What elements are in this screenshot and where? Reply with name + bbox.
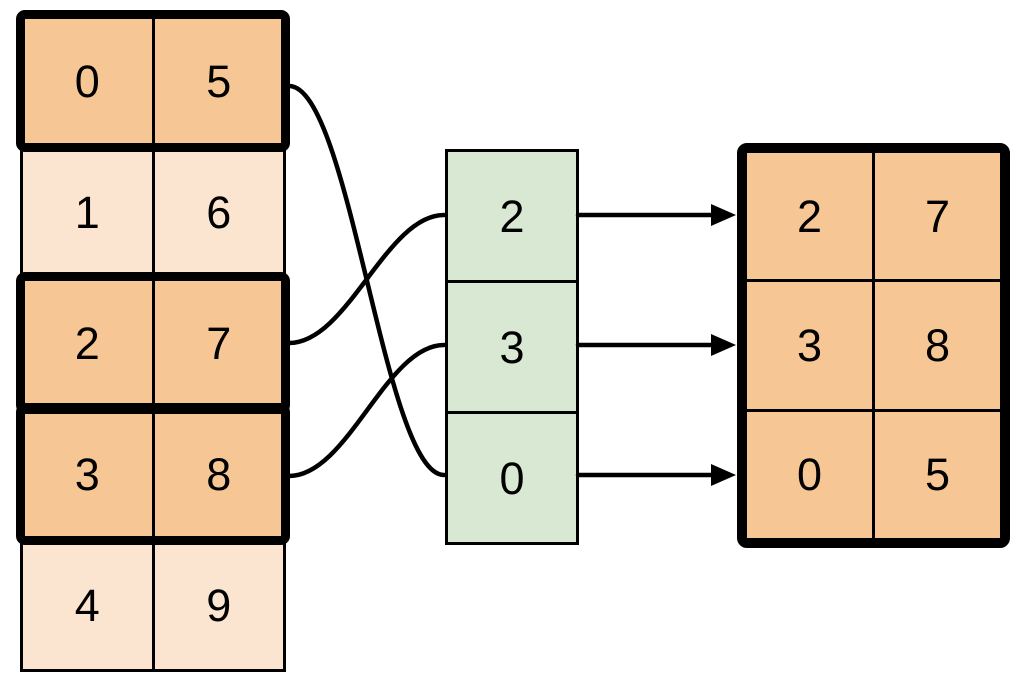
source-cell: 2 <box>20 276 155 410</box>
result-table-grid: 2 7 3 8 0 5 <box>747 153 1000 538</box>
result-cell: 3 <box>747 282 872 409</box>
index-cell: 0 <box>445 411 579 545</box>
source-row-3: 3 8 <box>16 403 290 545</box>
index-column: 2 3 0 <box>445 149 579 545</box>
source-cell: 9 <box>151 538 286 672</box>
source-row-2: 2 7 <box>16 272 290 414</box>
result-table: 2 7 3 8 0 5 <box>737 143 1010 548</box>
result-cell: 5 <box>875 411 1000 538</box>
curve-source-row3-to-index <box>286 342 447 479</box>
source-cell: 5 <box>151 14 286 148</box>
arrow-index-to-result-row0 <box>575 204 736 226</box>
arrow-index-to-result-row1 <box>575 334 736 356</box>
source-cell: 8 <box>151 407 286 541</box>
source-cell: 7 <box>151 276 286 410</box>
result-cell: 7 <box>875 153 1000 280</box>
arrow-index-to-result-row2 <box>575 464 736 486</box>
result-cell: 0 <box>747 411 872 538</box>
source-row-4: 4 9 <box>20 538 286 672</box>
index-cell: 3 <box>445 280 579 414</box>
source-row-0: 0 5 <box>16 10 290 152</box>
source-row-1: 1 6 <box>20 145 286 279</box>
curve-source-row2-to-index <box>286 212 447 346</box>
result-cell: 2 <box>747 153 872 280</box>
source-cell: 6 <box>151 145 286 279</box>
curve-source-row0-to-index <box>286 83 447 478</box>
source-table: 0 5 1 6 2 7 3 8 4 9 <box>16 10 290 672</box>
source-cell: 3 <box>20 407 155 541</box>
index-cell: 2 <box>445 149 579 283</box>
source-cell: 0 <box>20 14 155 148</box>
result-cell: 8 <box>875 282 1000 409</box>
source-cell: 1 <box>20 145 155 279</box>
source-cell: 4 <box>20 538 155 672</box>
